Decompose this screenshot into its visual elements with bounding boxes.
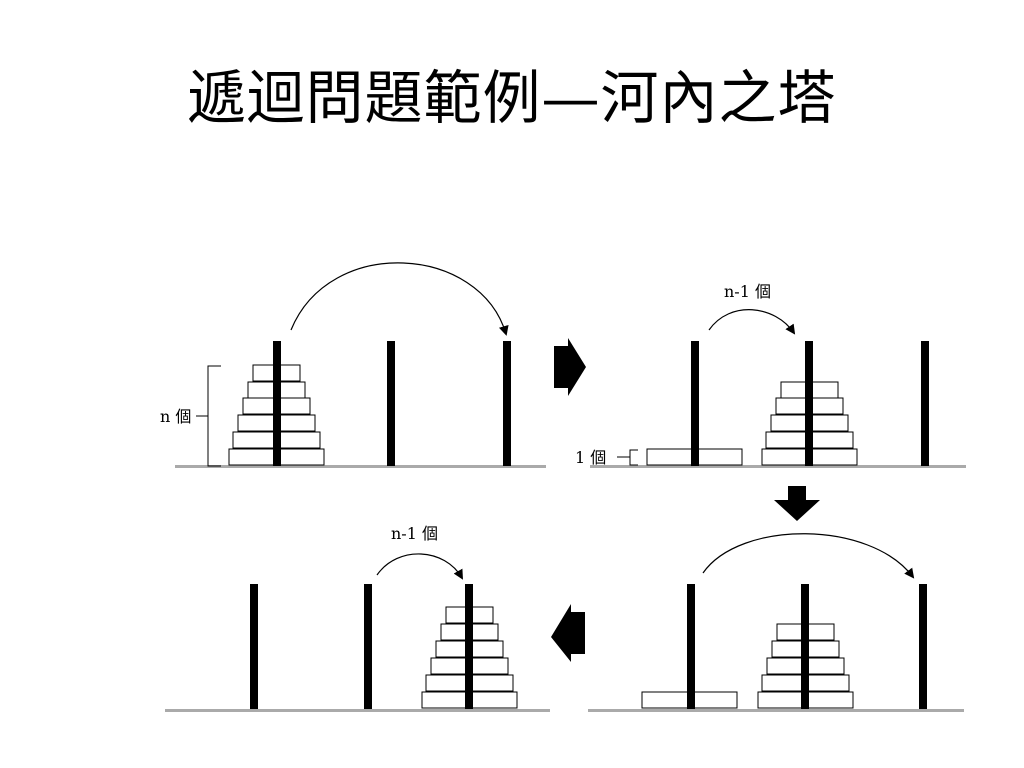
peg-left [273, 341, 281, 466]
panel-2: 1 個 n-1 個 [575, 282, 966, 468]
right-arrow [554, 338, 586, 396]
label-n-minus-1-top: n-1 個 [724, 282, 771, 301]
peg-right [503, 341, 511, 466]
move-arrow-large [290, 262, 509, 336]
slide-title: 遞迴問題範例—河內之塔 [187, 64, 837, 132]
peg-right [919, 584, 927, 709]
move-arrow-small [708, 309, 796, 335]
bracket [629, 449, 638, 466]
move-arrow-large [702, 533, 915, 579]
peg-left [691, 341, 699, 466]
bracket [207, 365, 221, 467]
peg-middle [387, 341, 395, 466]
panel-3 [588, 533, 964, 712]
peg-left [250, 584, 258, 709]
move-arrow-small [376, 553, 463, 580]
panel-4: n-1 個 [165, 524, 550, 712]
label-one-disk: 1 個 [575, 448, 606, 467]
peg-middle [364, 584, 372, 709]
left-arrow [551, 604, 585, 662]
peg-middle [805, 341, 813, 466]
peg-middle [801, 584, 809, 709]
label-n-minus-1-bottom: n-1 個 [391, 524, 438, 543]
peg-left [687, 584, 695, 709]
peg-right [465, 584, 473, 709]
panel-1: n 個 [160, 262, 546, 468]
down-arrow [774, 486, 820, 521]
label-n-disks: n 個 [160, 407, 191, 426]
peg-right [921, 341, 929, 466]
